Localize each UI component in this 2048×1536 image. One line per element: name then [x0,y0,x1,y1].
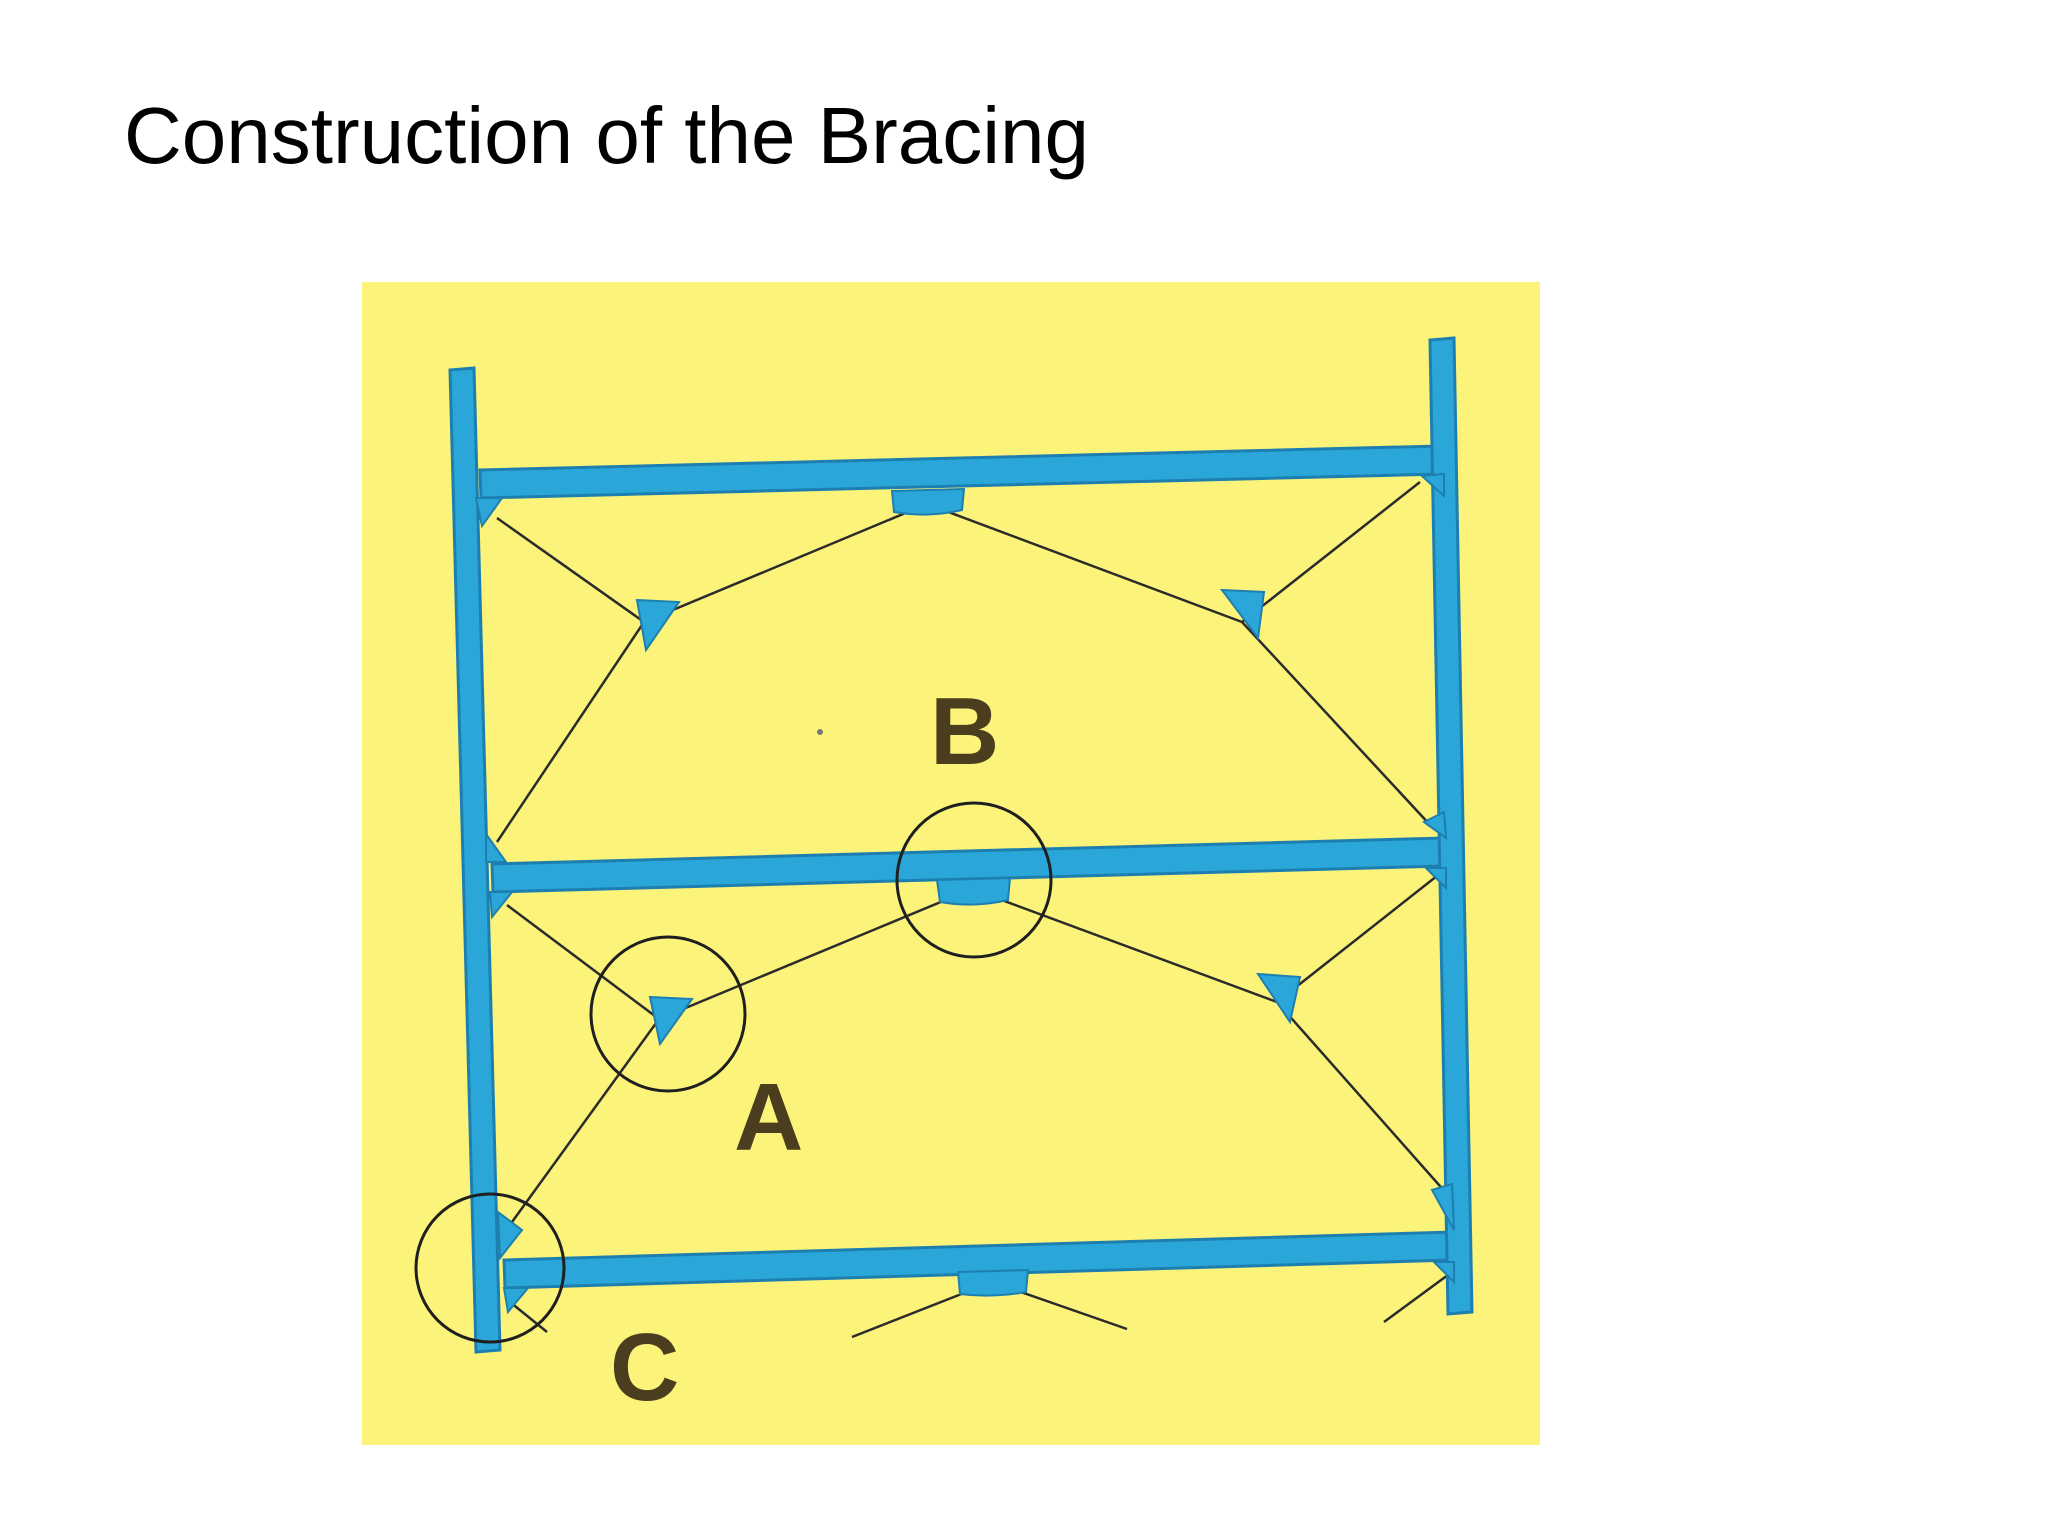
brace-line [495,621,646,843]
detail-circles [414,801,1053,1344]
end-bracket [474,497,504,529]
brace-line [509,1301,548,1333]
end-bracket [1422,810,1448,841]
label-a: A [734,1064,803,1171]
brace-line [1241,481,1421,623]
brace-line [926,502,1243,624]
detail-circle-a [589,935,747,1093]
brace-line [1276,1001,1448,1195]
brace-line [658,887,973,1021]
upright-right [1428,336,1474,1316]
brace-line [971,887,1278,1004]
upright-left [448,366,502,1354]
brace-line [1383,1270,1453,1324]
detail-circle-b [895,801,1053,959]
end-bracket [1419,472,1445,499]
slide-title: Construction of the Bracing [124,91,1089,180]
brace-line [643,502,928,624]
brace-line [506,904,660,1020]
junction-gusset [1219,588,1266,641]
end-bracket [1430,1182,1455,1231]
stray-dot [817,729,823,735]
label-c: C [610,1314,679,1421]
end-bracket [1431,1261,1455,1285]
connection-plates [474,472,1455,1315]
strut-plate [890,487,966,516]
brace-line [1276,871,1443,1003]
brace-line [496,516,645,624]
bracing-diagram: B A C [362,282,1540,1445]
strut-plate [935,876,1012,906]
strut-plate [956,1268,1030,1297]
detail-circle-c [414,1192,566,1344]
junction-gusset [648,995,694,1047]
brace-line [1241,621,1433,828]
junction-gusset [635,598,681,653]
end-bracket [502,1287,531,1315]
uprights [448,336,1474,1354]
bracing-diagram-svg: B A C [362,282,1540,1445]
end-bracket [485,830,508,863]
bracing-lines [495,481,1453,1339]
end-bracket [496,1209,524,1261]
junction-gusset [1256,972,1302,1025]
end-bracket [488,891,515,920]
brace-line [510,1018,661,1223]
label-b: B [930,678,999,785]
end-bracket [1423,867,1447,891]
